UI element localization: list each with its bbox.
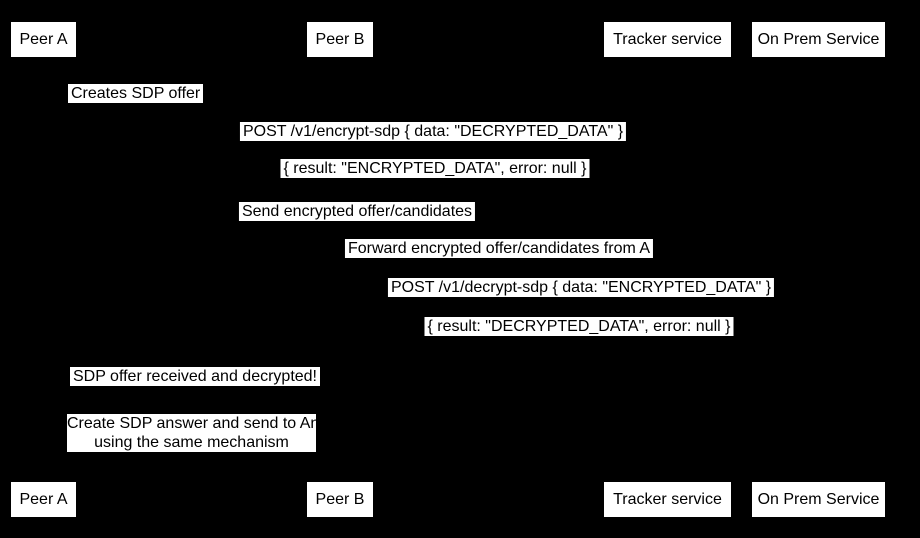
participant-label: Tracker service: [613, 30, 722, 48]
participant-peer-b-bottom: Peer B: [307, 482, 373, 517]
message-forward-encrypted-offer: Forward encrypted offer/candidates from …: [344, 239, 654, 258]
participant-tracker-service-bottom: Tracker service: [604, 482, 731, 517]
participant-on-prem-service-top: On Prem Service: [752, 22, 885, 57]
participant-label: On Prem Service: [757, 490, 880, 508]
message-creates-sdp-offer: Creates SDP offer: [68, 84, 204, 103]
note-line-2: using the same mechanism: [94, 434, 289, 451]
message-sdp-offer-received: SDP offer received and decrypted!: [70, 367, 320, 386]
participant-label: Peer B: [315, 490, 365, 508]
message-send-encrypted-offer: Send encrypted offer/candidates: [238, 202, 476, 221]
participant-label: Peer B: [315, 30, 365, 48]
participant-label: On Prem Service: [757, 30, 880, 48]
participant-label: Peer A: [19, 30, 68, 48]
participant-tracker-service-top: Tracker service: [604, 22, 731, 57]
note-create-sdp-answer: Create SDP answer and send to An using t…: [67, 414, 320, 452]
participant-peer-a-bottom: Peer A: [11, 482, 76, 517]
participant-peer-b-top: Peer B: [307, 22, 373, 57]
message-post-encrypt-sdp: POST /v1/encrypt-sdp { data: "DECRYPTED_…: [239, 122, 627, 141]
message-decrypt-result: { result: "DECRYPTED_DATA", error: null …: [424, 317, 734, 336]
message-post-decrypt-sdp: POST /v1/decrypt-sdp { data: "ENCRYPTED_…: [387, 278, 775, 297]
participant-label: Tracker service: [613, 490, 722, 508]
participant-label: Peer A: [19, 490, 68, 508]
note-line-1: Create SDP answer and send to An: [67, 415, 320, 432]
participant-peer-a-top: Peer A: [11, 22, 76, 57]
message-encrypt-result: { result: "ENCRYPTED_DATA", error: null …: [280, 159, 590, 178]
participant-on-prem-service-bottom: On Prem Service: [752, 482, 885, 517]
